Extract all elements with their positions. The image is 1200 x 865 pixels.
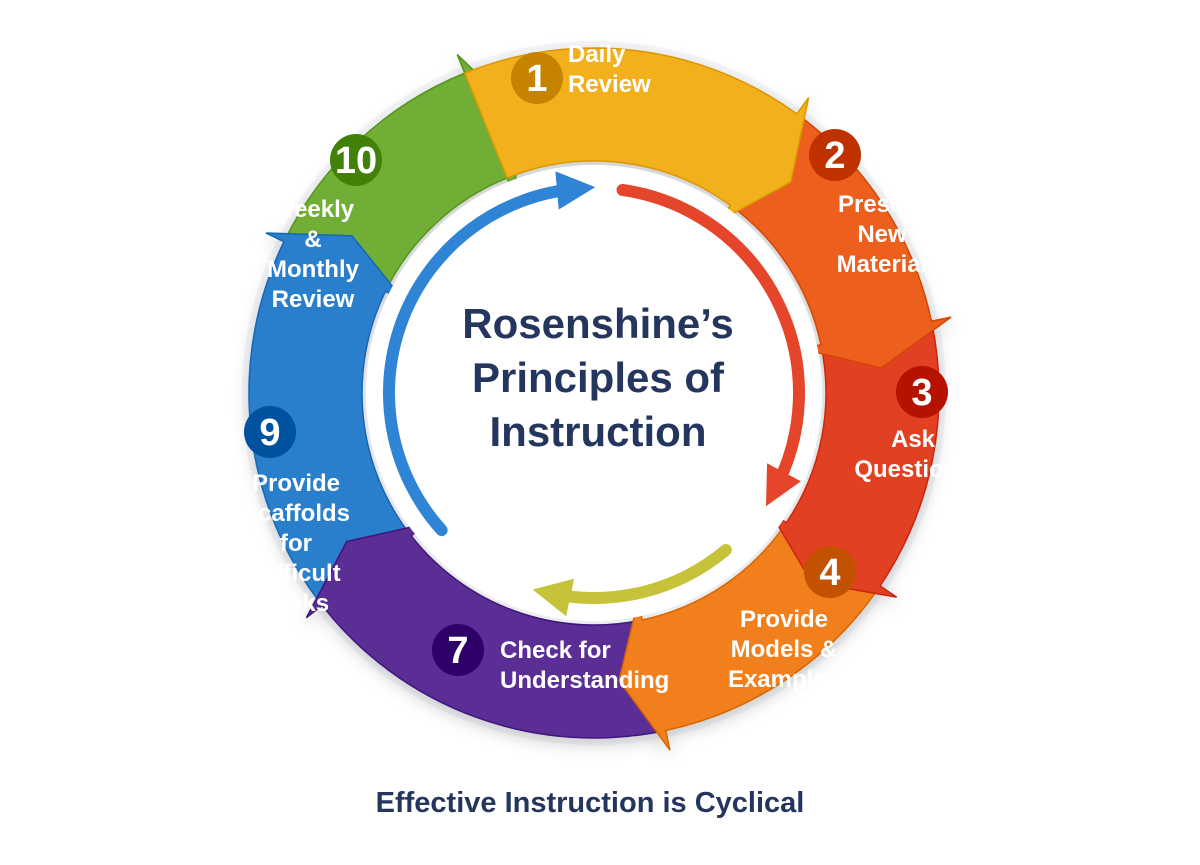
segment-2-label-line: Present bbox=[838, 191, 926, 218]
segment-1-label-line: Daily bbox=[568, 41, 626, 68]
segment-9-label-line: for bbox=[280, 530, 312, 557]
segment-number-9: 9 bbox=[259, 412, 280, 454]
ring-segment-10 bbox=[282, 54, 521, 293]
segment-number-7: 7 bbox=[447, 630, 468, 672]
inner-arrow-yellow bbox=[532, 544, 732, 617]
outer-ring bbox=[248, 47, 952, 751]
ring-segment-7 bbox=[305, 522, 667, 739]
title-line-3: Instruction bbox=[490, 408, 707, 455]
title-line-1: Rosenshine’s bbox=[462, 300, 734, 347]
number-badge-9 bbox=[244, 406, 296, 458]
segment-number-10: 10 bbox=[335, 140, 377, 182]
number-badge-4 bbox=[804, 546, 856, 598]
segment-2-label-line: Material bbox=[837, 251, 928, 278]
segment-10-label-line: & bbox=[304, 226, 321, 253]
segment-number-3: 3 bbox=[911, 372, 932, 414]
inner-cycle-arrows bbox=[383, 171, 805, 617]
segment-9-label-line: Scaffolds bbox=[242, 500, 350, 527]
segment-10-label-line: Monthly bbox=[267, 256, 360, 283]
number-badge-10 bbox=[330, 134, 382, 186]
inner-arrow-red bbox=[616, 183, 805, 507]
segment-number-2: 2 bbox=[824, 135, 845, 177]
segment-1-label-line: Review bbox=[568, 71, 651, 98]
segment-number-1: 1 bbox=[526, 58, 547, 100]
segment-10-label-line: Weekly bbox=[272, 196, 355, 223]
segment-9-label-line: Difficult bbox=[251, 560, 340, 587]
segment-number-4: 4 bbox=[819, 552, 840, 594]
number-badge-3 bbox=[896, 366, 948, 418]
inner-disc bbox=[366, 165, 822, 621]
number-badge-7 bbox=[432, 624, 484, 676]
segment-2-label-line: New bbox=[857, 221, 907, 248]
inner-arrow-blue bbox=[383, 171, 596, 537]
segment-4-label-line: Provide bbox=[740, 606, 828, 633]
segment-4-label-line: Examples bbox=[728, 666, 840, 693]
segment-9-label-line: Tasks bbox=[263, 590, 329, 617]
caption: Effective Instruction is Cyclical bbox=[376, 787, 805, 819]
segment-3-label-line: Ask bbox=[891, 426, 936, 453]
title-line-2: Principles of bbox=[472, 354, 725, 401]
segment-9-label-line: Provide bbox=[252, 470, 340, 497]
segment-7-label-line: Understanding bbox=[500, 667, 669, 694]
center-title: Rosenshine’s Principles of Instruction bbox=[462, 300, 734, 455]
number-badge-2 bbox=[809, 129, 861, 181]
segment-3-label-line: Questions bbox=[854, 456, 971, 483]
number-badge-1 bbox=[511, 52, 563, 104]
segment-4-label-line: Models & bbox=[731, 636, 838, 663]
ring-segment-9 bbox=[248, 232, 413, 607]
segment-7-label-line: Check for bbox=[500, 637, 611, 664]
segment-10-label-line: Review bbox=[272, 286, 355, 313]
